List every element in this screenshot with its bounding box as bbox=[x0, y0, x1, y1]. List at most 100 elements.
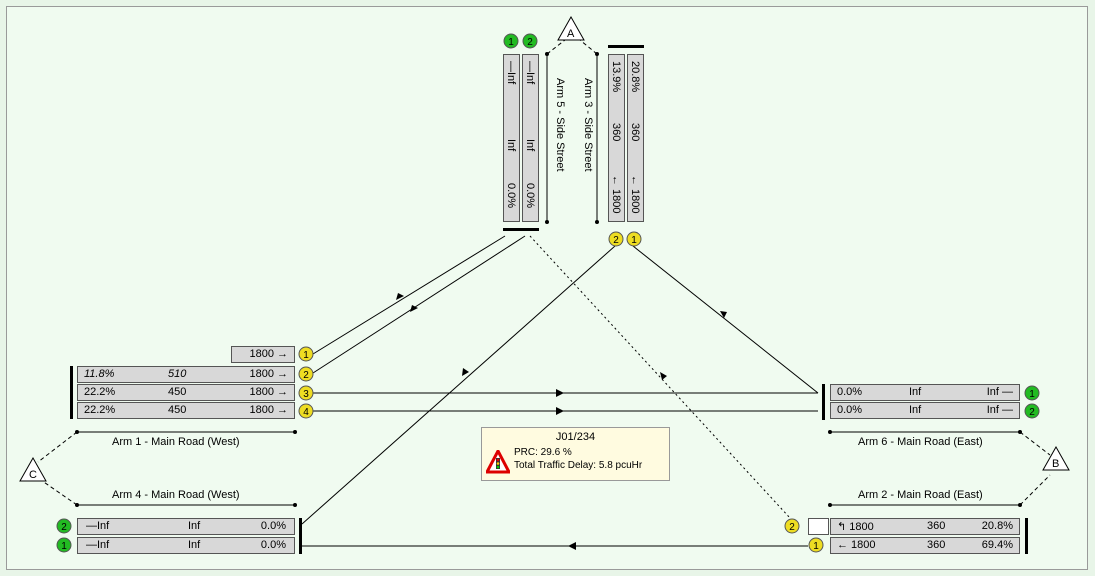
lane-number: 1 bbox=[1029, 389, 1035, 400]
arm6-label: Arm 6 - Main Road (East) bbox=[858, 436, 983, 448]
arm1-lane-3-marker[interactable] bbox=[298, 385, 314, 401]
sat-flow: ↰ 1800 bbox=[837, 521, 874, 533]
link-arm3-to-arm4 bbox=[301, 245, 616, 525]
lane-number: 2 bbox=[613, 235, 619, 246]
arm2-lane-1-marker[interactable] bbox=[808, 537, 824, 553]
sat-flow: —Inf bbox=[86, 539, 110, 551]
link-arm3-to-arm6 bbox=[632, 245, 819, 394]
arrow-head bbox=[660, 372, 667, 380]
link-arm1-l2-to-arm5 bbox=[312, 235, 526, 374]
node-b-link bbox=[1019, 431, 1051, 456]
link-arm1-l1-to-arm5 bbox=[312, 235, 506, 355]
degree-saturation: 22.2% bbox=[84, 404, 116, 416]
lane-number: 1 bbox=[631, 235, 637, 246]
arm1-lane-4-marker[interactable] bbox=[298, 403, 314, 419]
arm2-lane-2-stub bbox=[808, 518, 829, 535]
junction-id: J01/234 bbox=[555, 431, 596, 443]
lane-number: 2 bbox=[1029, 407, 1035, 418]
degree-saturation: 69.4% bbox=[981, 539, 1013, 551]
lane-number: 3 bbox=[303, 389, 309, 400]
arm6-lane-2[interactable]: 0.0% Inf Inf — bbox=[830, 402, 1020, 419]
dot bbox=[595, 220, 599, 224]
arm5-lane-1-marker[interactable] bbox=[503, 33, 519, 49]
arm5-lane-1[interactable]: —Inf Inf 0.0% bbox=[503, 54, 520, 222]
arm3-lane-2-marker[interactable] bbox=[608, 231, 624, 247]
arm1-lane-4[interactable]: 22.2% 450 1800 → bbox=[77, 402, 295, 419]
sat-flow: —Inf bbox=[86, 520, 110, 532]
degree-saturation: 0.0% bbox=[837, 386, 863, 398]
degree-saturation: 0.0% bbox=[260, 520, 286, 532]
arm1-stop-line bbox=[70, 366, 73, 419]
arm3-lane-2[interactable]: 13.9% 360 ← 1800 bbox=[608, 54, 625, 222]
arm1-label: Arm 1 - Main Road (West) bbox=[112, 436, 240, 448]
arm4-lane-2[interactable]: —Inf Inf 0.0% bbox=[77, 518, 295, 535]
node-a-link bbox=[579, 39, 598, 55]
capacity: Inf bbox=[909, 404, 922, 416]
node-c-triangle[interactable] bbox=[19, 456, 47, 482]
total-delay: Total Traffic Delay: 5.8 pcuHr bbox=[514, 460, 643, 471]
node-b-label: B bbox=[1052, 458, 1059, 470]
node-b-triangle[interactable] bbox=[1042, 445, 1070, 471]
dot bbox=[293, 503, 297, 507]
lane-number: 1 bbox=[61, 541, 67, 552]
arrow-head bbox=[556, 407, 564, 415]
node-b-link bbox=[1019, 474, 1051, 506]
degree-saturation: 20.8% bbox=[981, 520, 1013, 532]
capacity: 360 bbox=[927, 539, 946, 551]
node-a-label: A bbox=[567, 28, 575, 40]
arm6-stop-line bbox=[822, 384, 825, 420]
junction-summary[interactable]: J01/234 PRC: 29.6 % Total Traffic Delay:… bbox=[481, 427, 670, 481]
lane-number: 2 bbox=[303, 370, 309, 381]
arm5-lane-2[interactable]: —Inf Inf 0.0% bbox=[522, 54, 539, 222]
capacity: 450 bbox=[168, 386, 187, 398]
arm4-stop-line bbox=[299, 518, 302, 554]
arm6-lane-1[interactable]: 0.0% Inf Inf — bbox=[830, 384, 1020, 401]
lane-number: 2 bbox=[789, 522, 795, 533]
arm2-lane-2[interactable]: ↰ 1800 360 20.8% bbox=[830, 518, 1020, 535]
arm4-lane-1[interactable]: —Inf Inf 0.0% bbox=[77, 537, 295, 554]
capacity: 360 bbox=[927, 520, 946, 532]
lane-number: 2 bbox=[61, 522, 67, 533]
lane-number: 1 bbox=[303, 350, 309, 361]
arm3-lane-1-marker[interactable] bbox=[626, 231, 642, 247]
arm3-lane-1[interactable]: 20.8% 360 ← 1800 bbox=[627, 54, 644, 222]
lane-number: 2 bbox=[527, 37, 533, 48]
warning-signal-icon bbox=[486, 450, 510, 474]
arm5-stop-line bbox=[503, 228, 539, 231]
arm3-stop-line bbox=[608, 45, 644, 48]
sat-flow: Inf — bbox=[986, 404, 1013, 416]
lane-number: 1 bbox=[813, 541, 819, 552]
arm4-lane-2-marker[interactable] bbox=[56, 518, 72, 534]
arm2-label: Arm 2 - Main Road (East) bbox=[858, 489, 983, 501]
sat-flow: 1800 → bbox=[249, 386, 288, 398]
arm1-lane-3[interactable]: 22.2% 450 1800 → bbox=[77, 384, 295, 401]
sat-flow: 1800 → bbox=[249, 404, 288, 416]
arm2-lane-2-marker[interactable] bbox=[784, 518, 800, 534]
arm4-lane-1-marker[interactable] bbox=[56, 537, 72, 553]
node-c-link bbox=[37, 477, 78, 506]
node-a-triangle[interactable] bbox=[557, 15, 585, 41]
arm1-lane-2[interactable]: 11.8% 510 1800 → bbox=[77, 366, 295, 383]
link-arm2-to-arm5 bbox=[529, 235, 791, 519]
arm4-label: Arm 4 - Main Road (West) bbox=[112, 489, 240, 501]
sat-flow: Inf — bbox=[986, 386, 1013, 398]
arm6-lane-2-marker[interactable] bbox=[1024, 403, 1040, 419]
lane-number: 4 bbox=[303, 407, 309, 418]
dot bbox=[293, 430, 297, 434]
lane-number: 1 bbox=[508, 37, 514, 48]
arrow-head bbox=[720, 311, 727, 318]
arm1-lane-1[interactable]: 1800 → bbox=[231, 346, 295, 363]
arm1-lane-1-marker[interactable] bbox=[298, 346, 314, 362]
arm2-lane-1[interactable]: ← 1800 360 69.4% bbox=[830, 537, 1020, 554]
node-c-link bbox=[37, 431, 78, 463]
dot bbox=[828, 503, 832, 507]
arm5-lane-2-marker[interactable] bbox=[522, 33, 538, 49]
degree-saturation: 0.0% bbox=[260, 539, 286, 551]
arm6-lane-1-marker[interactable] bbox=[1024, 385, 1040, 401]
dot bbox=[545, 220, 549, 224]
arm1-lane-2-marker[interactable] bbox=[298, 366, 314, 382]
capacity: Inf bbox=[909, 386, 922, 398]
degree-saturation: 22.2% bbox=[84, 386, 116, 398]
